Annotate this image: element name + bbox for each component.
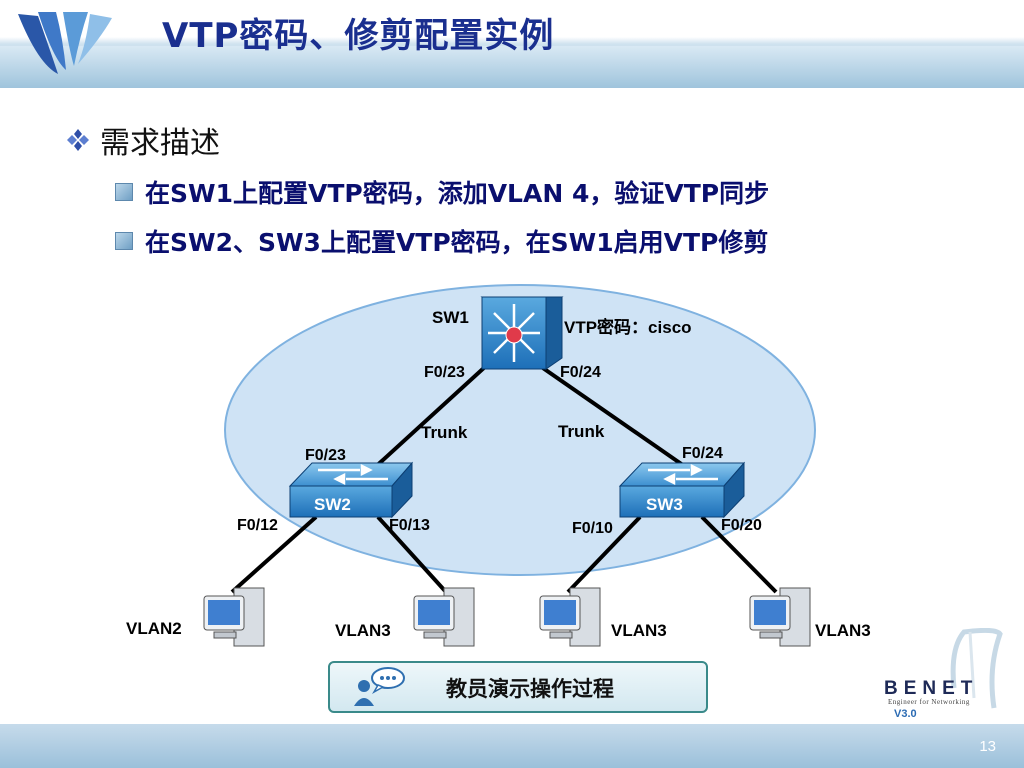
subitem-2-text: 在SW2、SW3上配置VTP密码，在SW1启用VTP修剪 [145,228,769,257]
sw2-port-up-label: F0/23 [305,447,346,464]
sw3-port-up-label: F0/24 [682,445,723,462]
sw3-switch-icon[interactable] [618,461,746,519]
diamond-bullet-icon [67,129,89,151]
school-logo [18,12,112,74]
requirement-heading: 需求描述 [66,118,220,162]
square-bullet-icon [115,232,133,250]
trunk-right-label: Trunk [558,422,605,441]
sw3-port-a-label: F0/10 [572,520,613,537]
pc2-vlan-label: VLAN3 [335,621,391,640]
square-bullet-icon [115,183,133,201]
sw1-port-right-label: F0/24 [560,364,601,381]
pc1-computer-icon[interactable] [203,587,265,647]
sw3-port-b-label: F0/20 [721,517,762,534]
link-sw2-pc1 [230,515,318,594]
speech-bubble-person-icon [354,667,405,706]
sw2-port-b-label: F0/13 [389,517,430,534]
link-sw2-pc2 [376,515,448,594]
benet-logo-mark [950,628,1003,709]
subitem-1-text: 在SW1上配置VTP密码，添加VLAN 4，验证VTP同步 [145,179,770,208]
footer-band [0,724,1024,768]
link-sw3-pc4 [700,515,778,594]
pc3-vlan-label: VLAN3 [611,621,667,640]
instructor-demo-button[interactable]: 教员演示操作过程 [328,661,708,713]
pc4-computer-icon[interactable] [749,587,811,647]
header-stripe [0,46,1024,88]
benet-brand-name: BENET [884,678,979,699]
pc4-vlan-label: VLAN3 [815,621,871,640]
instructor-demo-label: 教员演示操作过程 [446,677,614,701]
pc3-computer-icon[interactable] [539,587,601,647]
sw1-port-left-label: F0/23 [424,364,465,381]
sw2-switch-icon[interactable] [288,461,414,519]
page-number: 13 [979,738,996,755]
pc1-vlan-label: VLAN2 [126,619,182,638]
sw2-port-a-label: F0/12 [237,517,278,534]
trunk-left-label: Trunk [421,423,468,442]
subitem-1: 在SW1上配置VTP密码，添加VLAN 4，验证VTP同步 [115,174,769,210]
benet-version: V3.0 [894,708,917,720]
trunk-link-sw1-sw2 [370,364,488,472]
trunk-link-sw1-sw3 [538,364,692,472]
pc2-computer-icon[interactable] [413,587,475,647]
subitem-2: 在SW2、SW3上配置VTP密码，在SW1启用VTP修剪 [115,223,768,259]
sw2-name-label: SW2 [314,495,351,514]
sw1-label: SW1 [432,308,469,327]
benet-tagline: Engineer for Networking [888,698,970,706]
requirement-heading-text: 需求描述 [100,126,220,161]
sw1-password-label: VTP密码：cisco [564,317,692,337]
sw1-multilayer-switch-icon[interactable] [480,296,564,370]
page-title: VTP密码、修剪配置实例 [162,16,555,56]
link-sw3-pc3 [566,515,642,594]
sw3-name-label: SW3 [646,495,683,514]
